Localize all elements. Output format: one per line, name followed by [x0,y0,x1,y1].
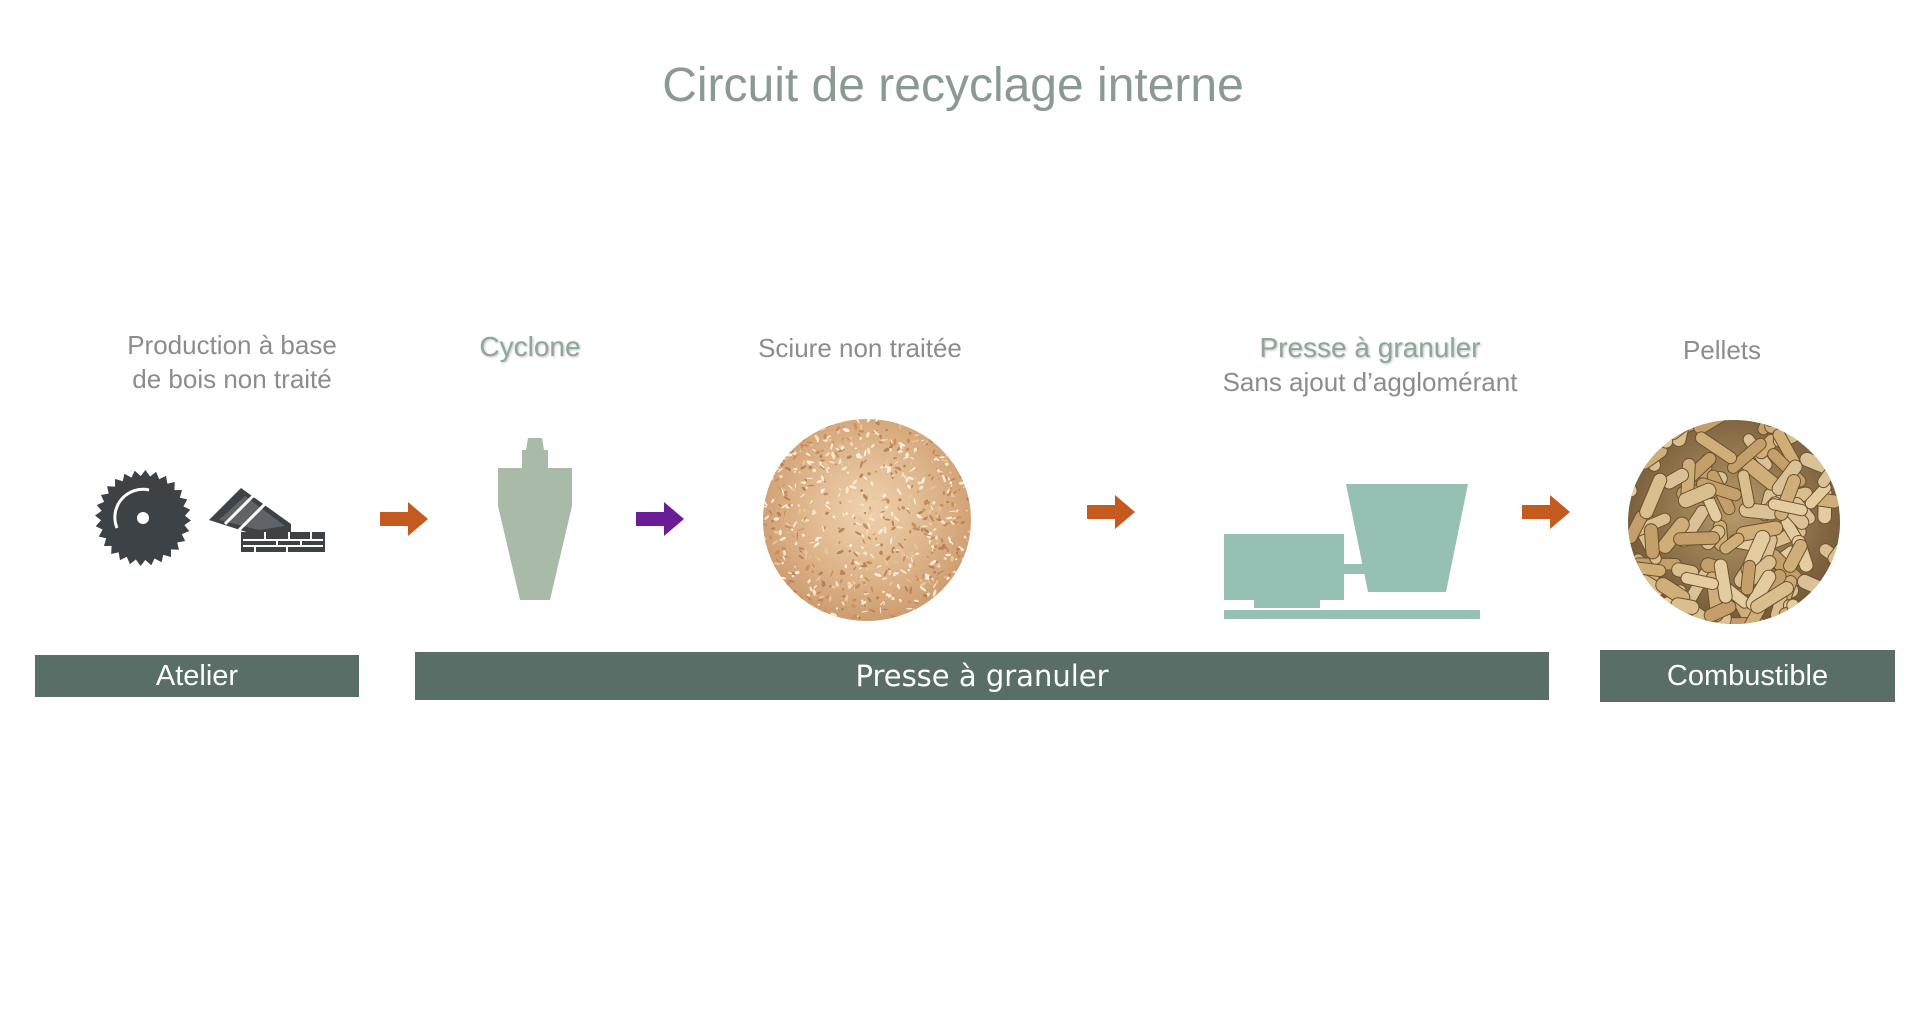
band-atelier: Atelier [35,655,359,697]
band-combustible: Combustible [1600,650,1895,702]
pellets-image [1628,420,1840,624]
arrow-right-icon [636,502,684,536]
caption-presse-line2: Sans ajout d’agglomérant [1222,367,1518,397]
saw-blade-icon [95,470,191,566]
diagram-title: Circuit de recyclage interne [662,59,1244,112]
caption-production: Production à base de bois non traité [112,328,352,396]
caption-presse-line1: Presse à granuler [1259,332,1481,363]
caption-sciure: Sciure non traitée [758,333,962,363]
arrow-right-icon [380,502,428,536]
arrow-right-icon [1087,495,1135,529]
caption-cyclone: Cyclone [479,331,581,362]
pellet-press-icon [1224,484,1480,619]
caption-presse: Presse à granuler Sans ajout d’aggloméra… [1190,331,1550,399]
caption-pellets: Pellets [1682,335,1762,365]
wood-planks-icon [209,488,325,552]
sawdust-image [763,419,971,621]
caption-production-line2: de bois non traité [132,364,332,394]
arrow-right-icon [1522,495,1570,529]
band-presse-a-granuler: Presse à granuler [415,652,1549,700]
cyclone-icon [498,438,572,600]
caption-production-line1: Production à base [127,330,337,360]
